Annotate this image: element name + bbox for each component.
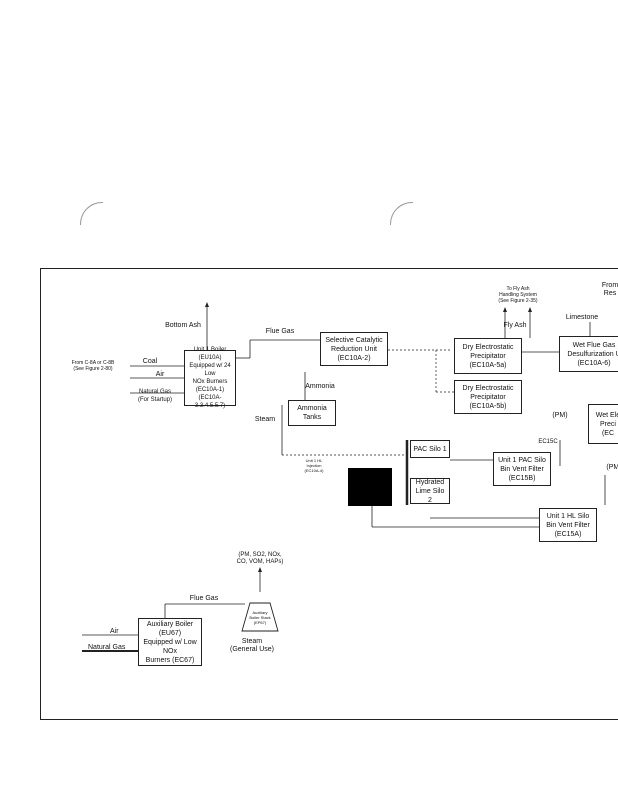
air-label: Air: [155, 371, 165, 378]
ammonia-tanks-box: Ammonia Tanks: [288, 400, 336, 426]
pm-label-2: (PM): [606, 464, 618, 471]
aux-natural-gas-label: Natural Gas: [88, 644, 126, 651]
bottom-ash-label: Bottom Ash: [165, 322, 201, 329]
coal-label: Coal: [142, 358, 158, 365]
steam-label: Steam: [254, 416, 276, 423]
aux-stack-label: Auxiliary Boiler Stack (EP67): [249, 610, 271, 625]
pac-silo-box: PAC Silo 1: [410, 440, 450, 458]
fly-ash-handling-label: To Fly Ash Handling System (See Figure 2…: [498, 286, 538, 304]
fly-ash-label: Fly Ash: [503, 322, 527, 329]
ec15c-label: EC15C: [538, 439, 558, 445]
coal-source-label: From C-8A or C-8B (See Figure 2-80): [71, 360, 115, 372]
from-res-label: From Res: [601, 282, 618, 297]
diagram-frame: [40, 268, 618, 720]
aux-steam-label: Steam (General Use): [230, 638, 274, 653]
aux-air-label: Air: [110, 628, 119, 635]
limestone-label: Limestone: [565, 314, 599, 321]
esp-5a-box: Dry Electrostatic Precipitator (EC10A-5a…: [454, 338, 522, 374]
wet-fgd-box: Wet Flue Gas Desulfurization U (EC10A-6): [559, 336, 618, 372]
wet-esp-box: Wet Ele Preci (EC: [588, 404, 618, 444]
pm-label-1: (PM): [552, 412, 568, 419]
auxiliary-boiler-box: Auxiliary Boiler (EU67) Equipped w/ Low …: [138, 618, 202, 666]
scr-unit-box: Selective Catalytic Reduction Unit (EC10…: [320, 332, 388, 366]
aux-emissions-label: (PM, SO2, NOx, CO, VOM, HAPs): [236, 552, 284, 565]
auxiliary-boiler-stack: [241, 602, 279, 632]
natural-gas-label: Natural Gas (For Startup): [137, 389, 172, 403]
aux-flue-gas-label: Flue Gas: [189, 595, 219, 602]
hydrated-lime-silo-box: Hydrated Lime Silo 2: [410, 478, 450, 504]
esp-5b-box: Dry Electrostatic Precipitator (EC10A-5b…: [454, 380, 522, 414]
black-block: [348, 468, 392, 506]
hl-silo-filter-box: Unit 1 HL Silo Bin Vent Filter (EC15A): [539, 508, 597, 542]
hl-injection-label: Unit 1 HL Injection (EC10A-4): [304, 458, 324, 473]
pac-silo-filter-box: Unit 1 PAC Silo Bin Vent Filter (EC15B): [493, 452, 551, 486]
unit-1-boiler-box: Unit 1 Boiler (EU10A) Equipped w/ 24 Low…: [184, 347, 236, 409]
flue-gas-label: Flue Gas: [265, 328, 295, 335]
ammonia-label: Ammonia: [305, 383, 335, 390]
